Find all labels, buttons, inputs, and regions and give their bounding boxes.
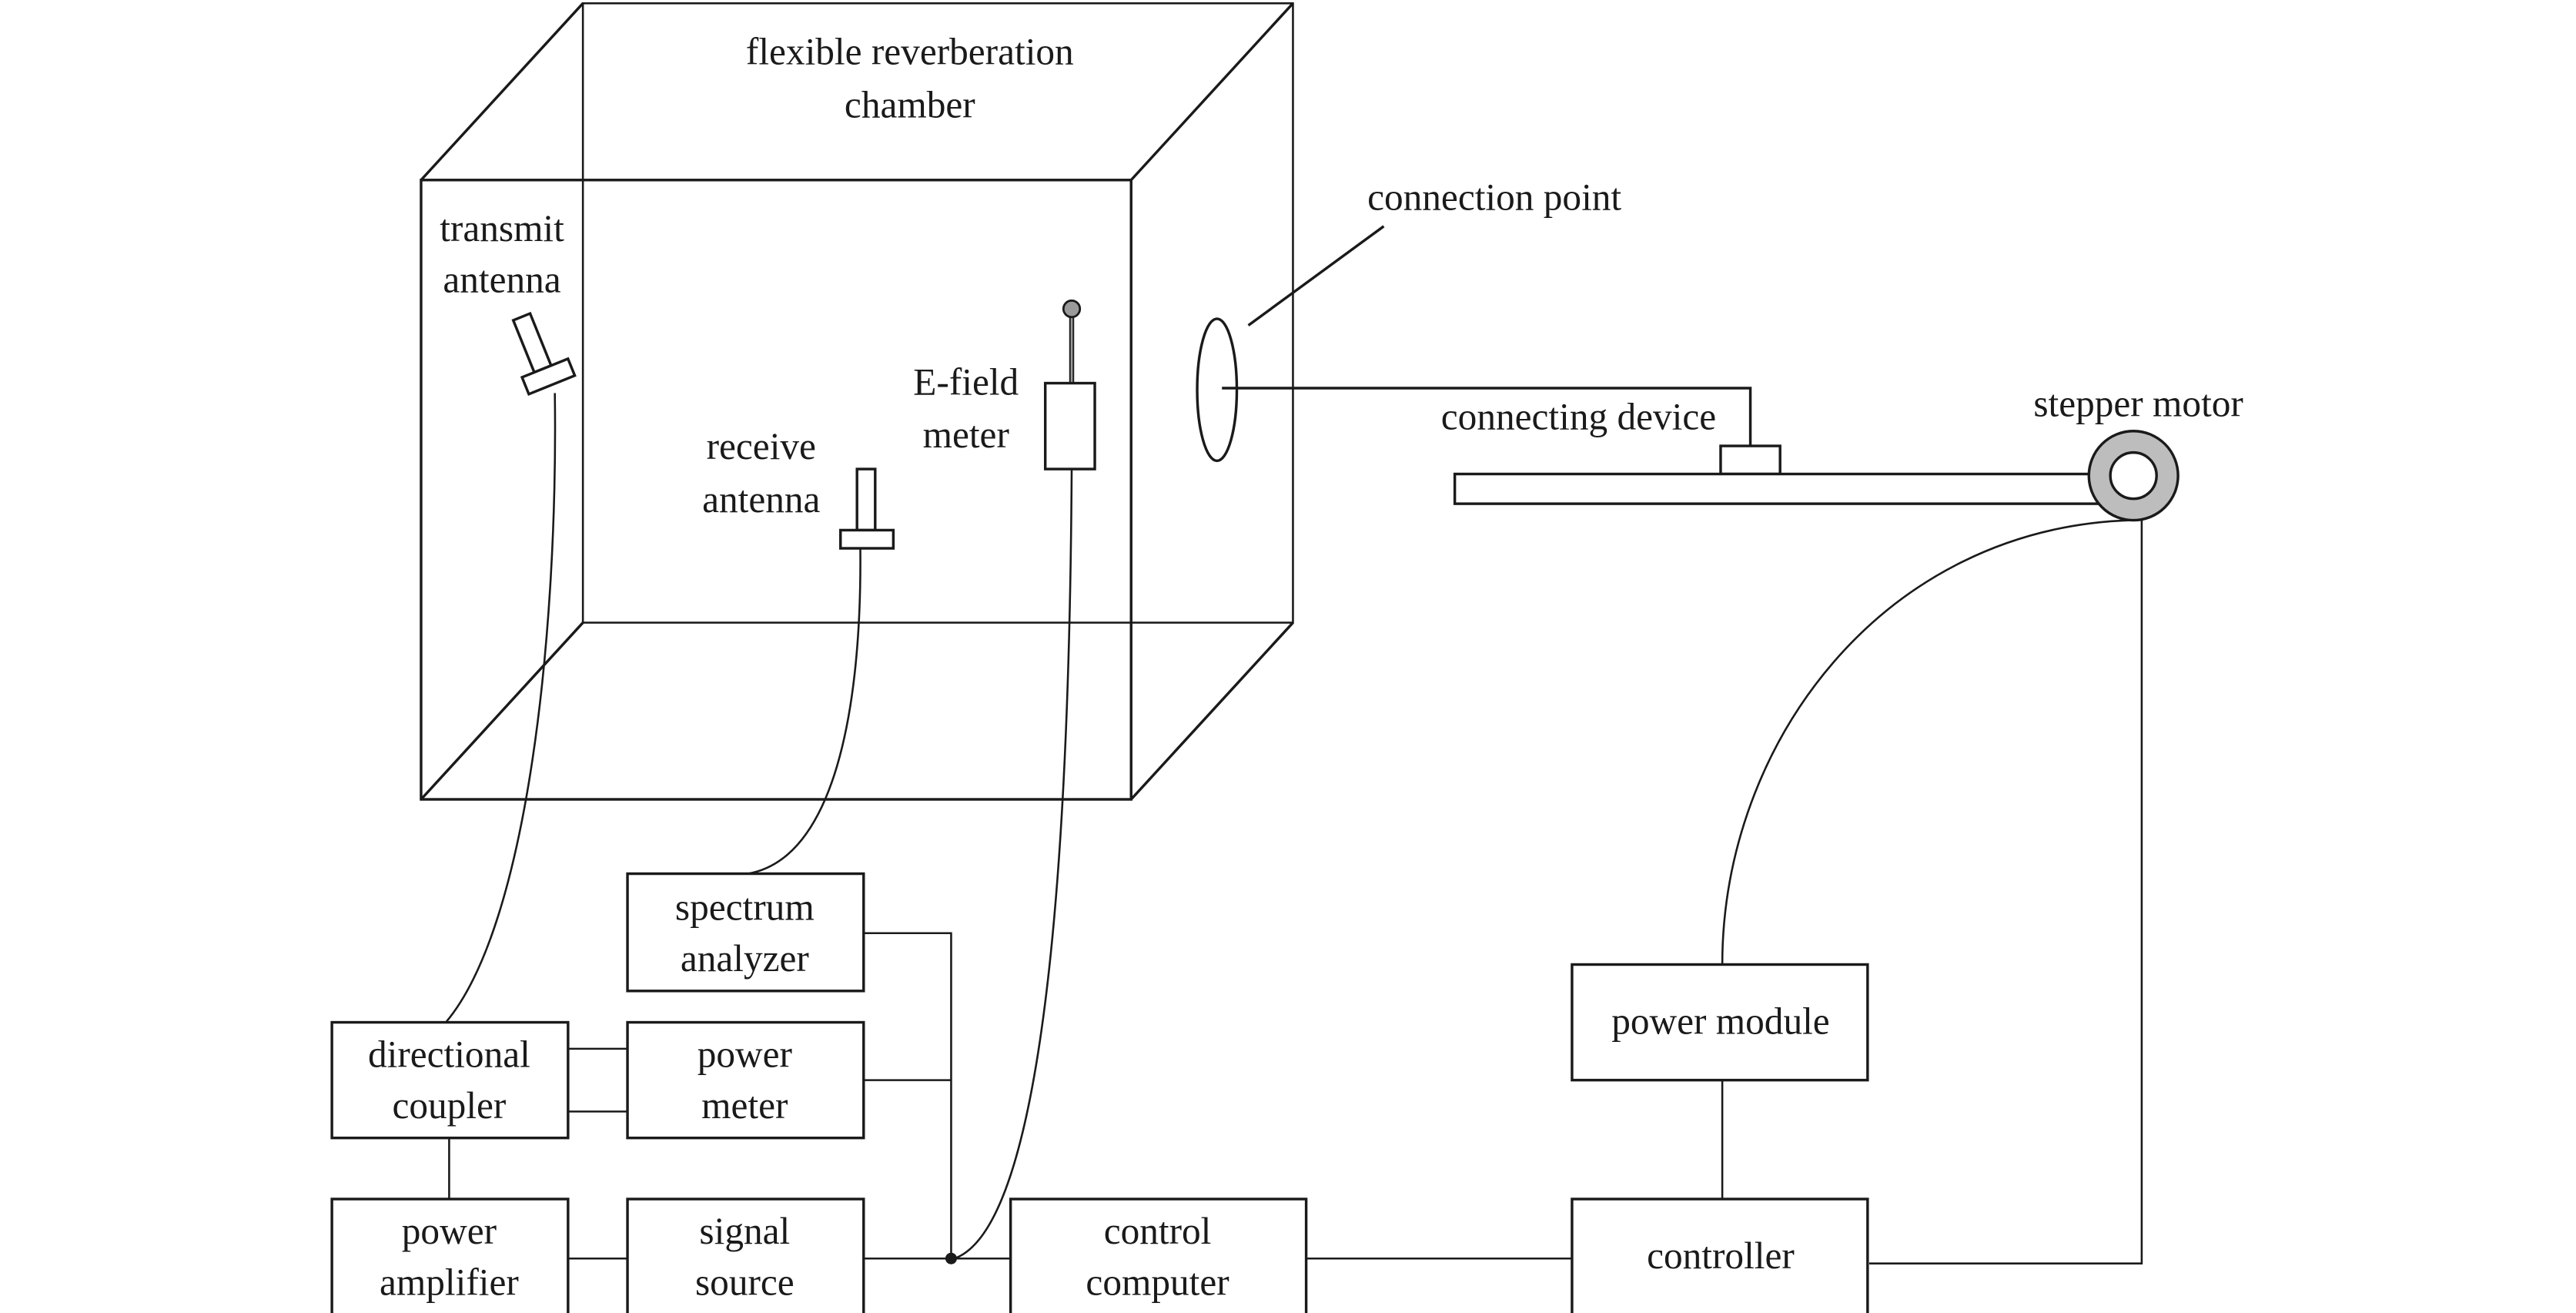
- efield-meter-icon: [1043, 381, 1096, 471]
- efield-meter-label-line2: meter: [923, 414, 1009, 456]
- spectrum-analyzer-bus: [863, 932, 952, 1259]
- block-signal-source: signal source: [626, 1197, 865, 1313]
- power-meter-label-line2: meter: [701, 1084, 788, 1127]
- chamber-front-face: [420, 179, 1132, 801]
- chamber-title-line2: chamber: [845, 83, 975, 126]
- chamber-edge: [420, 621, 584, 801]
- controller-label: controller: [1647, 1234, 1795, 1277]
- signal-source-label-line2: source: [695, 1261, 795, 1303]
- block-connections: [448, 932, 1724, 1264]
- power-meter-label-line1: power: [698, 1033, 792, 1075]
- block-spectrum-analyzer: spectrum analyzer: [626, 872, 865, 993]
- connection-point: connection point: [1196, 176, 1752, 463]
- spectrum-analyzer-label-line2: analyzer: [681, 937, 809, 980]
- receive-antenna-base: [839, 528, 895, 550]
- directional-coupler-label-line1: directional: [368, 1033, 530, 1075]
- stepper-motor: stepper motor: [1721, 382, 2243, 1264]
- signal-source-label-line1: signal: [699, 1210, 790, 1252]
- motor-to-power-module-cable: [1721, 519, 2130, 965]
- efield-probe-icon: [1062, 299, 1082, 319]
- transmit-antenna-cable: [445, 393, 557, 1023]
- block-power-meter: power meter: [626, 1020, 865, 1140]
- connecting-device-icon: [1719, 444, 1781, 476]
- power-module-label: power module: [1611, 1000, 1829, 1043]
- connection-point-leader: [1247, 225, 1385, 327]
- spectrum-analyzer-label-line1: spectrum: [675, 886, 815, 929]
- reverberation-chamber: flexible reverberation chamber: [420, 2, 1294, 801]
- directional-coupler-label-line2: coupler: [392, 1084, 506, 1127]
- receive-antenna-label-line2: antenna: [702, 478, 820, 521]
- chamber-title-line1: flexible reverberation: [746, 31, 1074, 73]
- chamber-back-face: [581, 2, 1294, 624]
- receive-antenna-label-line1: receive: [707, 425, 816, 467]
- chamber-edge: [1129, 621, 1294, 801]
- block-controller: controller: [1571, 1197, 1869, 1313]
- efield-meter-cable: [954, 469, 1073, 1260]
- stepper-motor-label: stepper motor: [2033, 382, 2243, 424]
- receive-antenna-icon: [855, 467, 877, 532]
- block-directional-coupler: directional coupler: [330, 1020, 570, 1140]
- chamber-edge: [1129, 2, 1294, 181]
- transmit-antenna-icon: [511, 311, 577, 397]
- connection-wire: [1222, 387, 1752, 447]
- connection-point-icon: [1196, 317, 1239, 463]
- control-computer-label-line2: computer: [1086, 1261, 1229, 1303]
- transmit-antenna-label-line2: antenna: [443, 259, 560, 301]
- block-power-amplifier: power amplifier: [330, 1197, 570, 1313]
- connecting-device: connecting device: [1441, 396, 2117, 505]
- connecting-device-label: connecting device: [1441, 396, 1716, 438]
- junction-dot: [945, 1252, 957, 1264]
- chamber-edge: [420, 2, 584, 181]
- control-computer-label-line1: control: [1104, 1210, 1212, 1252]
- receive-antenna-cable: [748, 548, 861, 875]
- connection-point-label: connection point: [1367, 176, 1621, 218]
- block-control-computer: control computer: [1009, 1197, 1308, 1313]
- efield-meter: E-field meter: [913, 299, 1096, 1260]
- power-amplifier-label-line2: amplifier: [380, 1261, 519, 1303]
- block-power-module: power module: [1571, 963, 1869, 1082]
- power-amplifier-label-line1: power: [402, 1210, 497, 1252]
- transmit-antenna-label-line1: transmit: [440, 207, 564, 250]
- motor-to-controller-cable: [1868, 520, 2143, 1264]
- efield-meter-label-line1: E-field: [913, 361, 1019, 404]
- transmit-antenna: transmit antenna: [440, 207, 577, 1023]
- connecting-rod: [1453, 472, 2117, 505]
- receive-antenna: receive antenna: [702, 425, 895, 875]
- stepper-motor-shaft-icon: [2109, 451, 2158, 501]
